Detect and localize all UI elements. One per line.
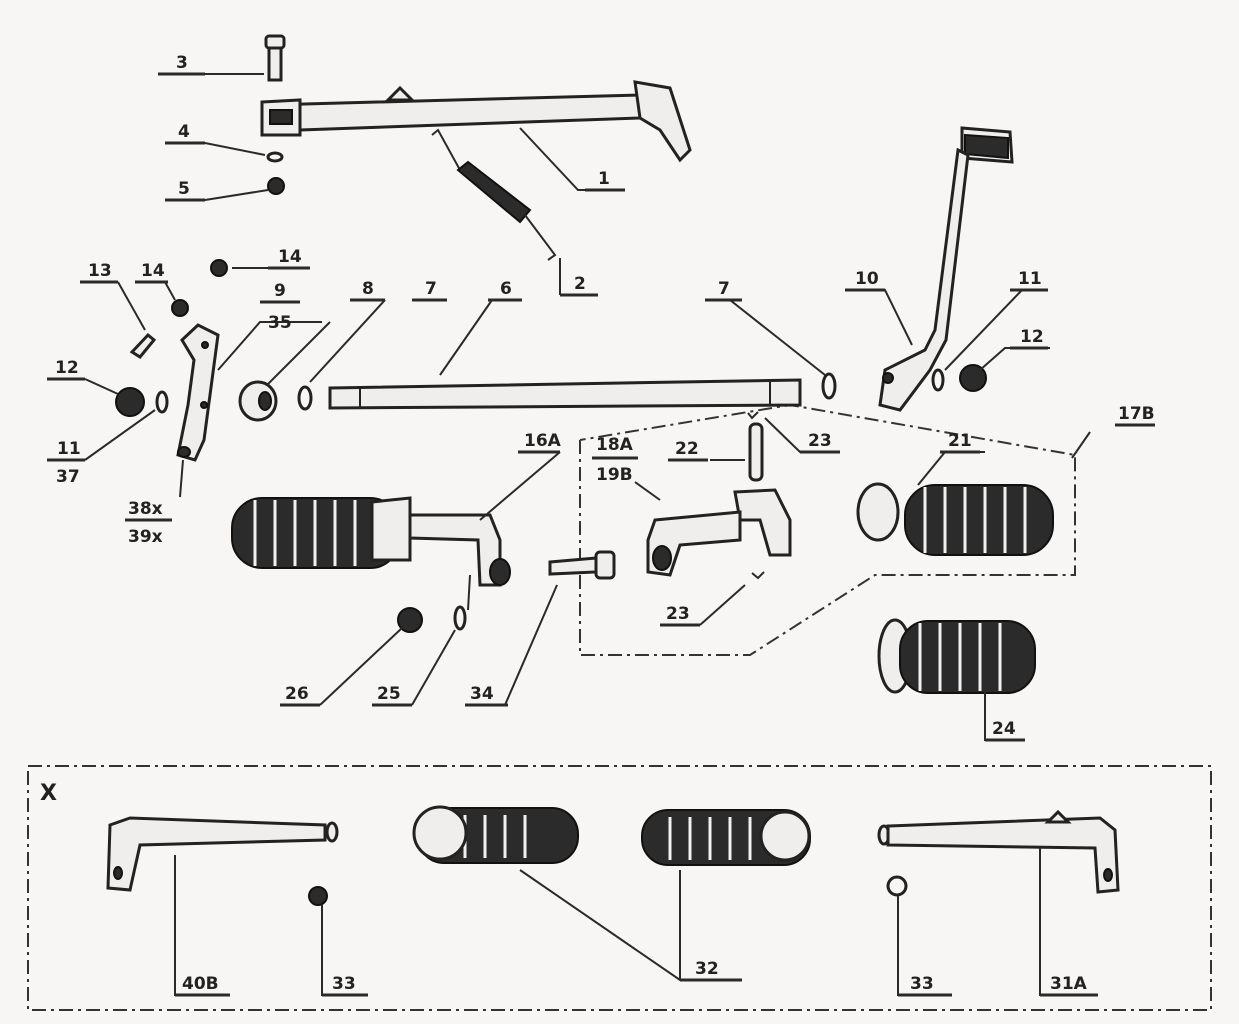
label-35: 35 [268,313,292,333]
brake-spring [431,128,557,261]
clip-23-lower [751,571,765,580]
label-40b: 40B [182,974,219,994]
footrest-arm-18a [646,488,792,577]
part-labels: 3 4 5 1 2 13 14 14 9 35 8 7 6 12 11 37 3… [40,53,1155,994]
label-16a: 16A [524,431,562,451]
label-6: 6 [500,279,512,299]
label-31a: 31A [1050,974,1088,994]
footrest-arm-40b [106,816,339,892]
label-9: 9 [274,281,286,301]
bolt-3 [264,34,286,82]
label-19b: 19B [596,465,633,485]
nut-12-left [115,387,145,417]
bolt-34 [548,550,616,580]
brake-rod [260,80,692,163]
washer-33-left [308,886,328,906]
label-1: 1 [598,169,610,189]
label-7a: 7 [425,279,437,299]
footrest-rubber-32-right [641,809,811,866]
label-5: 5 [178,179,190,199]
label-12a: 12 [55,358,79,378]
footrest-arm-31a [877,809,1120,894]
kick-lever-10 [878,126,1014,412]
shaft-6 [328,378,802,410]
foot-peg-bracket-9 [176,323,220,462]
spacer-8 [238,380,278,422]
label-24: 24 [992,719,1016,739]
pin-22 [748,422,764,482]
bolt-13 [129,332,157,359]
label-underlines [47,72,1155,997]
footrest-rubber-21 [856,482,1054,556]
footrest-rubber-24 [877,618,1036,694]
nut-14-upper [210,259,228,277]
assembly-17b-outline [579,403,1076,656]
label-34: 34 [470,684,494,704]
label-23a: 23 [808,431,832,451]
label-11b: 11 [1018,269,1042,289]
nut-5 [267,177,285,195]
washer-4 [266,151,284,163]
label-37: 37 [56,467,80,487]
label-variant-x: X [40,781,57,806]
label-10: 10 [855,269,879,289]
nut-14-lower [171,299,189,317]
label-14a: 14 [141,261,165,281]
footrest-rubber-32-left [412,805,579,864]
label-38x: 38x [128,499,163,519]
label-12b: 12 [1020,327,1044,347]
label-7b: 7 [718,279,730,299]
washer-11-left [155,390,169,414]
label-17b: 17B [1118,404,1155,424]
o-ring-7-right [821,372,837,400]
label-32: 32 [695,959,719,979]
label-14b: 14 [278,247,302,267]
label-13: 13 [88,261,112,281]
o-ring-7-left [297,385,313,411]
label-23b: 23 [666,604,690,624]
label-22: 22 [675,439,699,459]
variant-x-outline [27,765,1212,1011]
nut-12-right [959,364,987,392]
label-21: 21 [948,431,972,451]
label-3: 3 [176,53,188,73]
label-2: 2 [574,274,586,294]
nut-26 [397,607,423,633]
footrest-16a [231,496,511,587]
clip-23-upper [747,411,759,420]
washer-33-right [886,875,908,897]
washer-11-right [931,368,945,392]
label-8: 8 [362,279,374,299]
label-4: 4 [178,122,190,142]
washer-25 [453,605,467,631]
label-25: 25 [377,684,401,704]
label-33a: 33 [332,974,356,994]
label-39x: 39x [128,527,163,547]
label-26: 26 [285,684,309,704]
label-11a: 11 [57,439,81,459]
label-18a: 18A [596,435,634,455]
label-33b: 33 [910,974,934,994]
